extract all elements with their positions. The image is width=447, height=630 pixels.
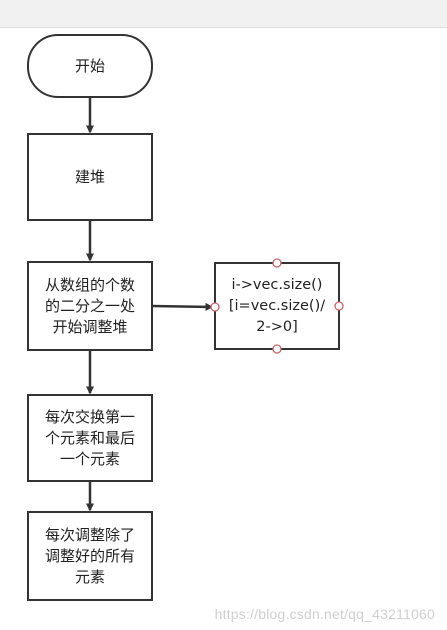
adjust-rest-box [27, 511, 153, 601]
swap-label: 每次交换第一 个元素和最后 一个元素 [44, 407, 135, 468]
loop-condition-label: i->vec.size() [i=vec.size()/ 2->0] [228, 276, 326, 335]
build-heap-label: 建堆 [74, 167, 105, 186]
build-heap-box [27, 133, 153, 221]
swap-box [27, 394, 153, 482]
arrow-adjust-to-loop [151, 302, 214, 311]
window-top-bar [0, 0, 447, 28]
adjust-heap-label: 从数组的个数 的二分之一处 开始调整堆 [44, 275, 135, 336]
connection-handle-bottom[interactable] [272, 344, 282, 354]
adjust-rest-label: 每次调整除了 调整好的所有 元素 [44, 525, 135, 586]
connection-handle-top[interactable] [272, 258, 282, 268]
connection-handle-left[interactable] [210, 302, 220, 312]
start-label: 开始 [74, 56, 105, 75]
connection-handle-right[interactable] [334, 301, 344, 311]
adjust-heap-box [27, 261, 153, 351]
watermark-text: https://blog.csdn.net/qq_43211060 [214, 606, 435, 622]
